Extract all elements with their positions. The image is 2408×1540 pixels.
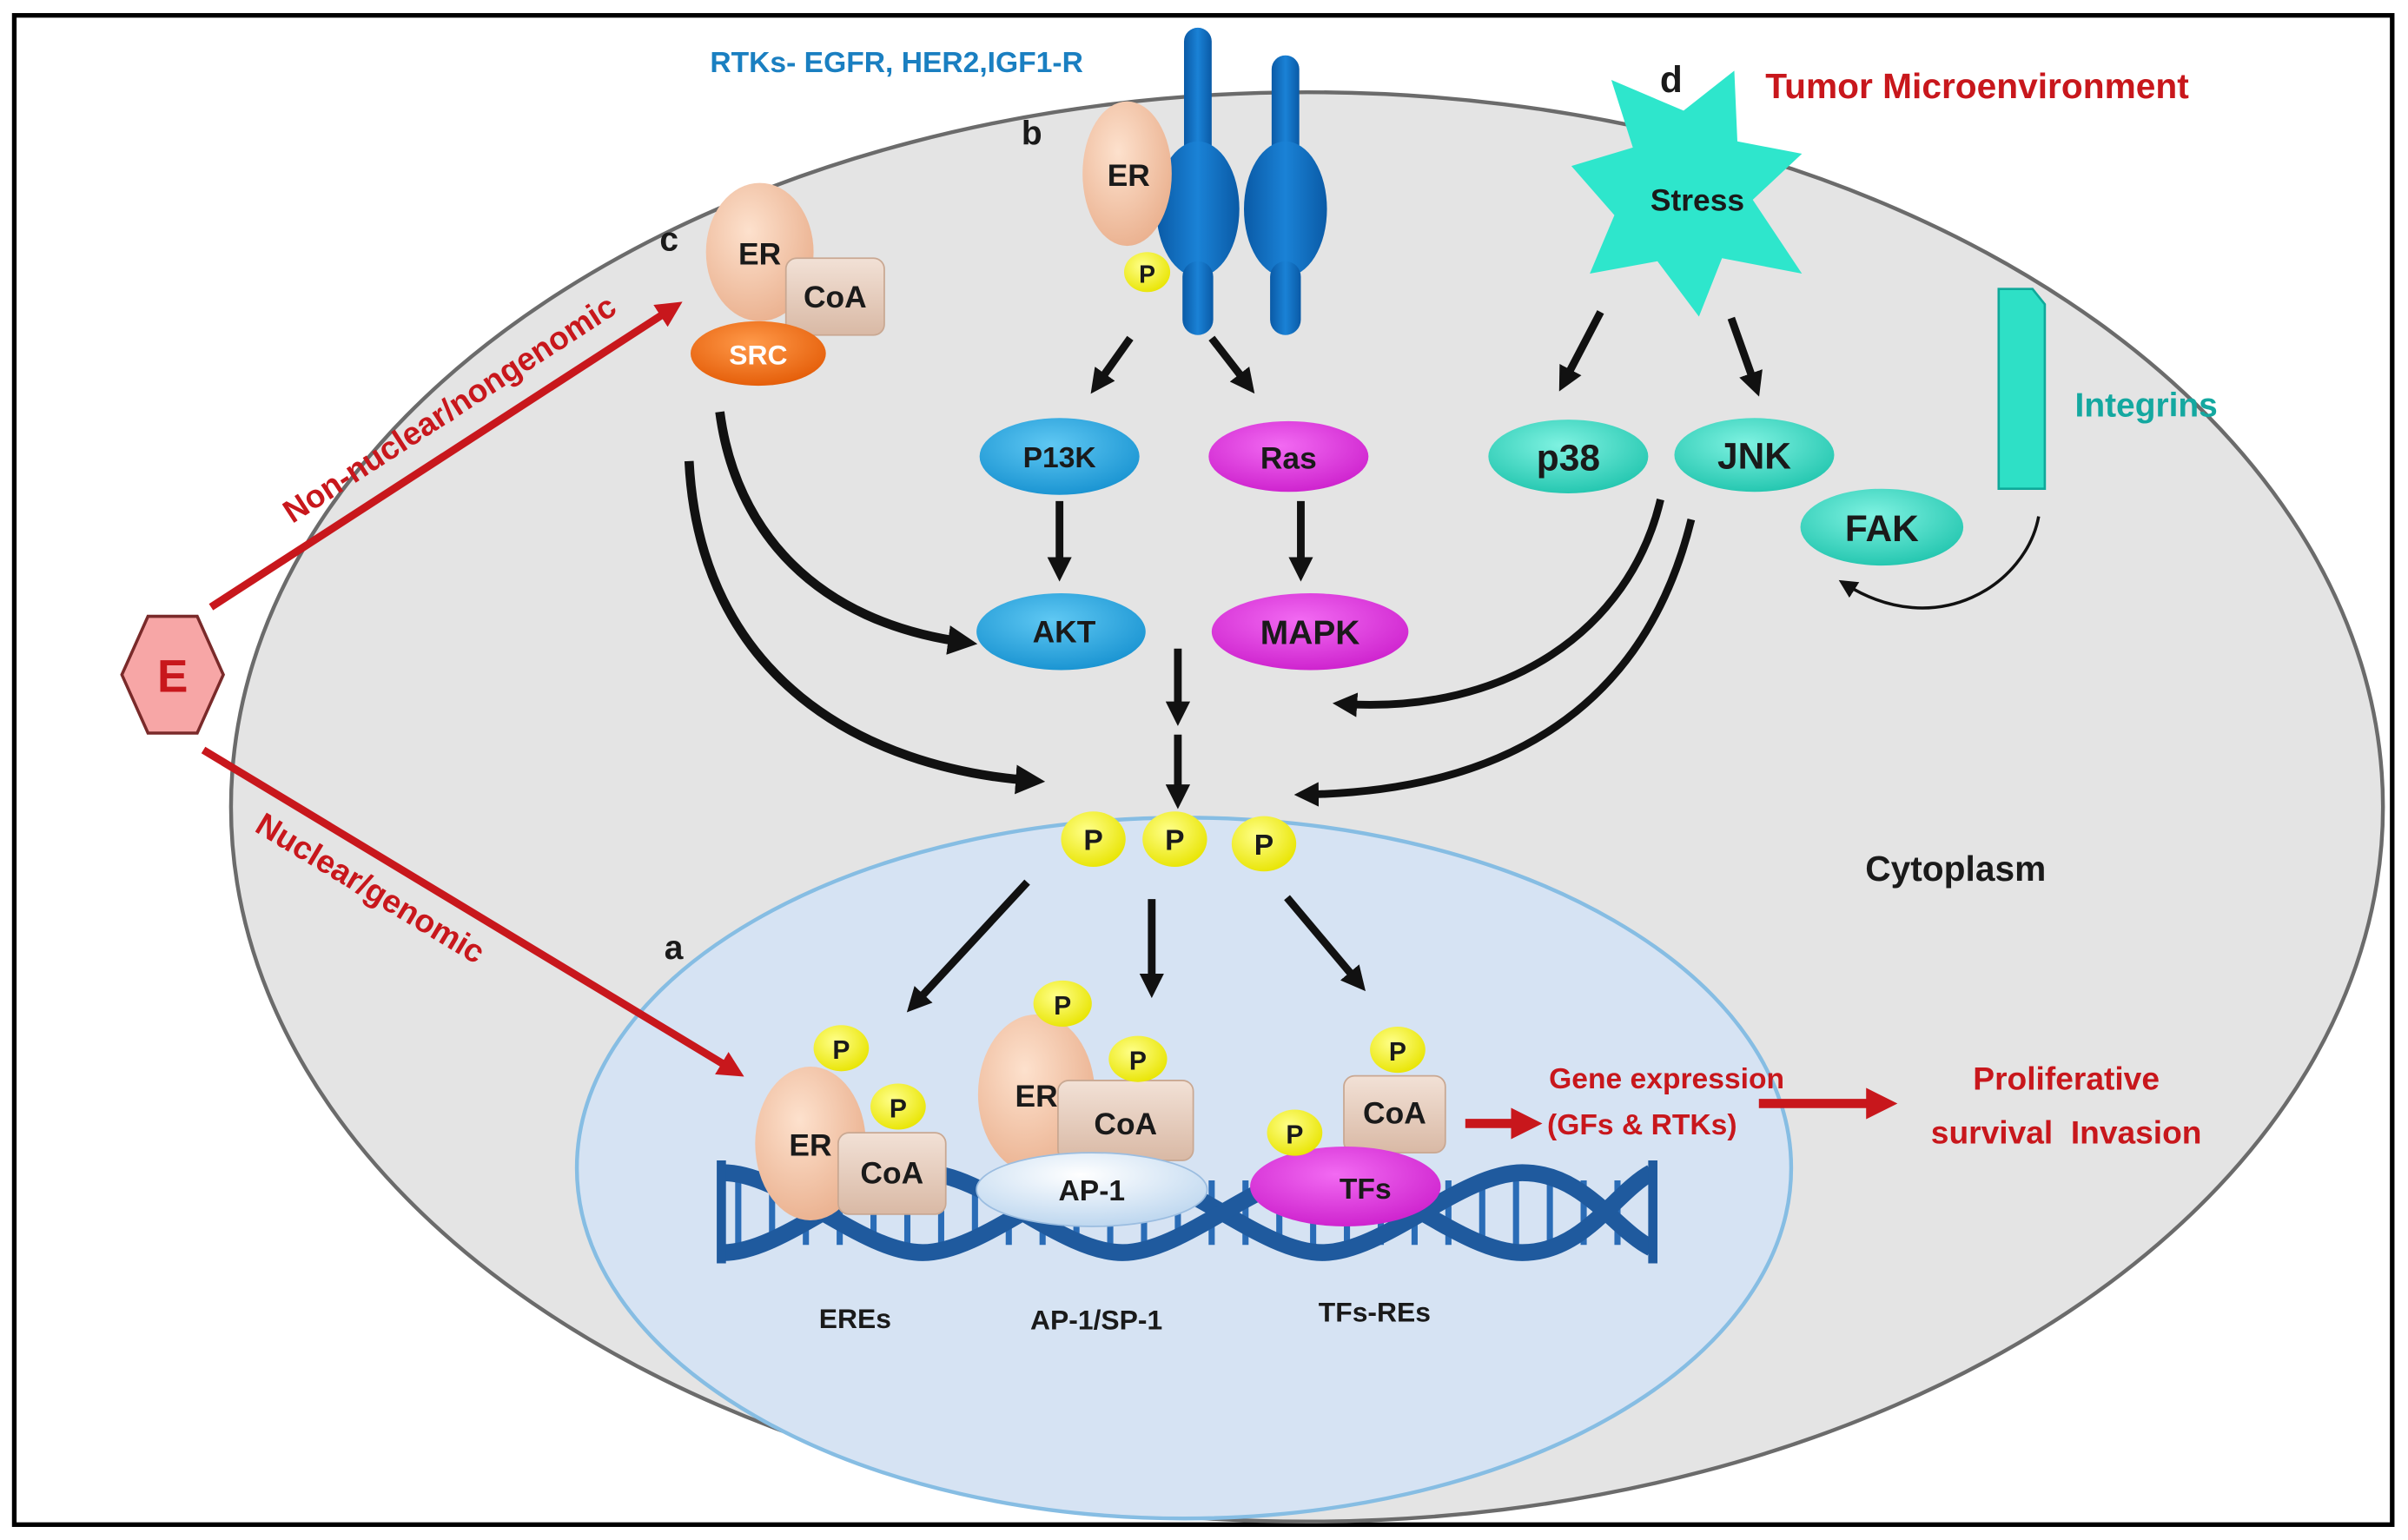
arrow-p38-p: [1332, 499, 1664, 717]
phospho-tfs-2-label: P: [1286, 1120, 1303, 1149]
coa-nuclear-ap1-label: CoA: [1094, 1107, 1157, 1141]
ap1-protein: [976, 1152, 1208, 1227]
fak-protein: [1800, 488, 1964, 566]
ap1-label: AP-1: [1059, 1175, 1126, 1207]
arrow-src-p: [684, 460, 1046, 795]
p38-protein: [1488, 420, 1649, 493]
arrow-rtk-pi3k: [1090, 335, 1134, 394]
coa-nuclear-eres: [837, 1132, 947, 1215]
phospho-tfs-1: [1370, 1027, 1426, 1074]
arrow-integrin-fak: [1838, 516, 2041, 610]
mapk-protein: [1211, 593, 1409, 671]
phospho-cluster-3-label: P: [1254, 829, 1273, 862]
integrins-label: Integrins: [2075, 387, 2218, 425]
arrow-jnk-p: [1293, 519, 1696, 807]
arrow-stress-p38: [1558, 310, 1604, 392]
rtk-title: RTKs- EGFR, HER2,IGF1-R: [710, 47, 1083, 79]
phospho-eres-2-label: P: [890, 1094, 907, 1123]
coa-membrane-c-label: CoA: [804, 281, 867, 314]
stress-label: Stress: [1651, 183, 1744, 217]
tfs-res-label: TFs-REs: [1319, 1297, 1431, 1328]
phospho-cluster-3: [1231, 816, 1297, 872]
arrow-rtk-ras: [1208, 335, 1255, 394]
gene-expression-label: Gene expression: [1549, 1063, 1784, 1095]
fak-label: FAK: [1845, 508, 1919, 549]
arrow-p-eres: [906, 879, 1030, 1013]
phospho-tfs-2: [1267, 1109, 1323, 1156]
cytoplasm-label: Cytoplasm: [1865, 849, 2046, 889]
arrow-src-akt: [715, 411, 978, 655]
phospho-eres-1: [813, 1025, 870, 1072]
er-membrane-b-label: ER: [1108, 159, 1150, 193]
panel-letter-b: b: [1022, 115, 1042, 152]
arrow-stress-jnk: [1727, 316, 1763, 397]
phospho-cluster-1: [1061, 811, 1126, 867]
er-membrane-c-label: ER: [738, 237, 781, 271]
coa-nuclear-eres-label: CoA: [860, 1156, 923, 1190]
akt-protein: [976, 593, 1146, 671]
stress-shape: [1571, 70, 1803, 317]
coa-membrane-c: [784, 257, 885, 336]
mapk-label: MAPK: [1260, 614, 1360, 651]
er-nuclear-ap1-label: ER: [1015, 1080, 1058, 1114]
phospho-ap1-2-label: P: [1129, 1048, 1147, 1076]
phospho-tfs-1-label: P: [1389, 1038, 1406, 1067]
pi3k-label: P13K: [1023, 442, 1096, 474]
phospho-ap1-2: [1108, 1035, 1168, 1082]
arrow-nuclear: [201, 746, 744, 1077]
estrogen-ligand: [120, 614, 226, 735]
phospho-ap1-1: [1033, 980, 1092, 1027]
panel-letter-a: a: [665, 929, 684, 967]
p38-label: p38: [1537, 437, 1600, 478]
panel-letter-d: d: [1660, 59, 1683, 100]
phospho-eres-2: [870, 1083, 926, 1130]
jnk-label: JNK: [1717, 436, 1791, 477]
phospho-b: [1123, 252, 1171, 293]
panel-letter-c: c: [659, 221, 678, 258]
jnk-protein: [1674, 418, 1835, 492]
er-membrane-b: [1082, 101, 1172, 247]
arrow-nonnuclear: [208, 301, 683, 611]
phospho-eres-1-label: P: [832, 1036, 850, 1065]
ap1-sp1-label: AP-1/SP-1: [1030, 1305, 1162, 1336]
ras-protein: [1208, 420, 1369, 492]
phospho-cluster-2: [1142, 811, 1207, 867]
akt-label: AKT: [1033, 616, 1096, 650]
eres-label: EREs: [819, 1303, 891, 1334]
coa-nuclear-tfs-label: CoA: [1363, 1096, 1426, 1130]
arrow-p-tfs: [1284, 895, 1366, 992]
phospho-ap1-1-label: P: [1054, 992, 1071, 1021]
pi3k-protein: [979, 418, 1140, 495]
microenvironment-title: Tumor Microenvironment: [1765, 66, 2189, 106]
phospho-cluster-1-label: P: [1083, 825, 1102, 857]
phospho-cluster-2-label: P: [1165, 825, 1184, 857]
rtk-receptor-right: [1244, 55, 1327, 335]
ras-label: Ras: [1260, 442, 1317, 476]
estrogen-label: E: [157, 651, 188, 702]
tfs-label: TFs: [1340, 1173, 1392, 1206]
tfs-protein: [1250, 1147, 1441, 1227]
phospho-b-label: P: [1139, 261, 1155, 288]
src-protein: [691, 321, 826, 387]
src-label: SRC: [729, 339, 787, 370]
outcome-label-2: survival Invasion: [1931, 1114, 2202, 1150]
gene-expression-sub-label: (GFs & RTKs): [1547, 1109, 1737, 1141]
er-nuclear-eres-label: ER: [789, 1129, 831, 1163]
rtk-receptor-left: [1156, 27, 1240, 335]
outcome-label-1: Proliferative: [1973, 1061, 2160, 1097]
integrin-receptor: [1997, 288, 2047, 491]
